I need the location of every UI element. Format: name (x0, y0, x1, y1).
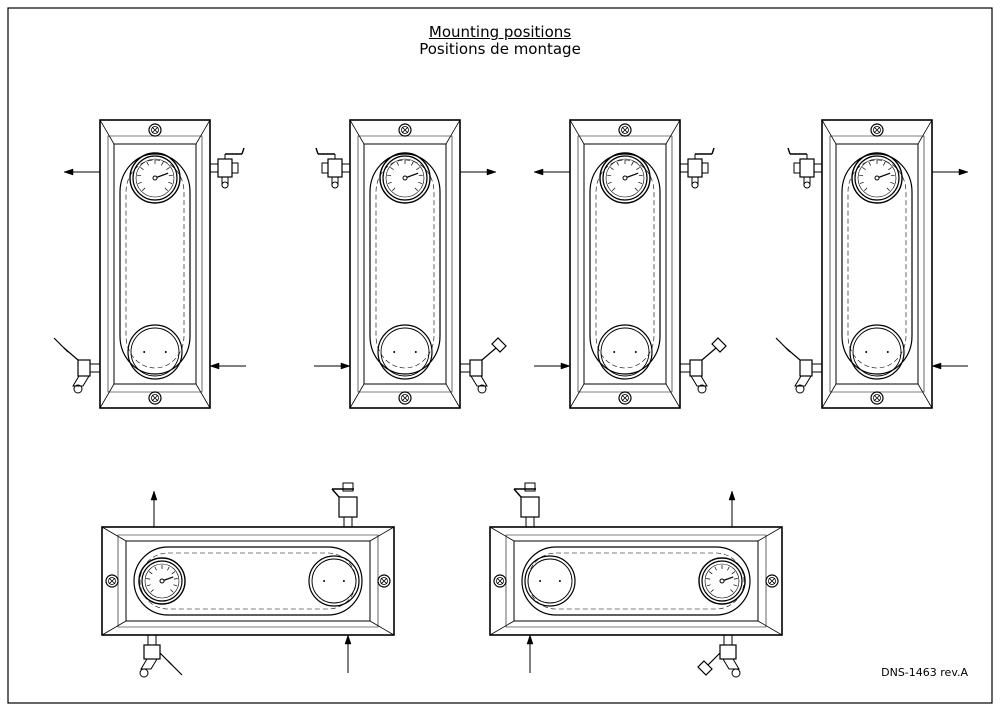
gauge-hub (719, 578, 725, 584)
flow-in-arrow (931, 362, 968, 370)
port-window (524, 555, 576, 607)
flow-in-arrow (526, 634, 534, 673)
port-window (849, 324, 905, 380)
unit-housing (489, 526, 783, 636)
flow-in-arrow (209, 362, 246, 370)
unit-housing (821, 119, 933, 409)
outer-bevel (357, 135, 453, 393)
unit-housing (349, 119, 461, 409)
flow-out-arrow (728, 490, 736, 527)
mounting-screw (493, 574, 507, 588)
title-french: Positions de montage (419, 40, 581, 58)
vertical-unit-1 (53, 119, 246, 409)
mounting-screw (377, 574, 391, 588)
oval-window (841, 153, 913, 375)
flow-out-arrow (533, 168, 570, 176)
vertical-unit-2 (314, 119, 507, 409)
mounting-screw (148, 123, 162, 137)
gauge-hub (159, 578, 165, 584)
pressure-gauge (851, 152, 903, 204)
oval-window-inner (595, 159, 655, 369)
mounting-screw (870, 391, 884, 405)
port-window (597, 324, 653, 380)
drain-valve (775, 337, 822, 394)
vertical-unit-4 (775, 119, 969, 409)
mounting-screw (618, 123, 632, 137)
port-window (377, 324, 433, 380)
horizontal-unit-1 (101, 482, 395, 678)
outer-bevel (107, 135, 203, 393)
oval-window-inner (125, 159, 185, 369)
pressure-gauge (129, 152, 181, 204)
sheet-border (7, 7, 993, 704)
drawing-reference: DNS-1463 rev.A (881, 666, 968, 679)
outer-bevel (577, 135, 673, 393)
oval-window-inner (375, 159, 435, 369)
port-window (127, 324, 183, 380)
flow-in-arrow (314, 362, 351, 370)
upper-valve (513, 482, 540, 527)
port-window (308, 555, 360, 607)
mounting-screw (148, 391, 162, 405)
mounting-screw (105, 574, 119, 588)
upper-valve (315, 147, 350, 189)
drain-valve (697, 635, 741, 678)
pressure-gauge (599, 152, 651, 204)
title-english: Mounting positions (428, 23, 572, 41)
pressure-gauge (138, 557, 186, 605)
unit-housing (101, 526, 395, 636)
gauge-hub (874, 175, 880, 181)
pressure-gauge (379, 152, 431, 204)
gauge-hub (402, 175, 408, 181)
flow-out-arrow (932, 168, 969, 176)
title-block: Mounting positions Positions de montage (0, 24, 1000, 58)
oval-window (369, 153, 441, 375)
flow-out-arrow (63, 168, 100, 176)
oval-window (133, 546, 363, 616)
unit-housing (569, 119, 681, 409)
oval-window (521, 546, 751, 616)
vertical-unit-3 (533, 119, 727, 409)
pressure-gauge (698, 557, 746, 605)
upper-valve (787, 147, 822, 189)
mounting-screw (618, 391, 632, 405)
mounting-screw (398, 123, 412, 137)
drain-valve (53, 337, 100, 394)
drawing-layer (53, 119, 969, 678)
outer-bevel (505, 534, 767, 628)
oval-window (589, 153, 661, 375)
flow-in-arrow (344, 634, 352, 673)
upper-valve (210, 147, 245, 189)
flow-out-arrow (460, 168, 497, 176)
drain-valve (139, 635, 183, 678)
unit-housing (99, 119, 211, 409)
drain-valve (460, 337, 507, 394)
upper-valve (680, 147, 715, 189)
mounting-screw (398, 391, 412, 405)
outer-bevel (117, 534, 379, 628)
oval-window-inner (847, 159, 907, 369)
outer-bevel (829, 135, 925, 393)
drain-valve (680, 337, 727, 394)
gauge-hub (152, 175, 158, 181)
oval-window (119, 153, 191, 375)
horizontal-unit-2 (489, 482, 783, 678)
upper-valve (331, 482, 358, 527)
mounting-screw (870, 123, 884, 137)
mounting-screw (765, 574, 779, 588)
flow-in-arrow (534, 362, 571, 370)
flow-out-arrow (150, 490, 158, 527)
gauge-hub (622, 175, 628, 181)
